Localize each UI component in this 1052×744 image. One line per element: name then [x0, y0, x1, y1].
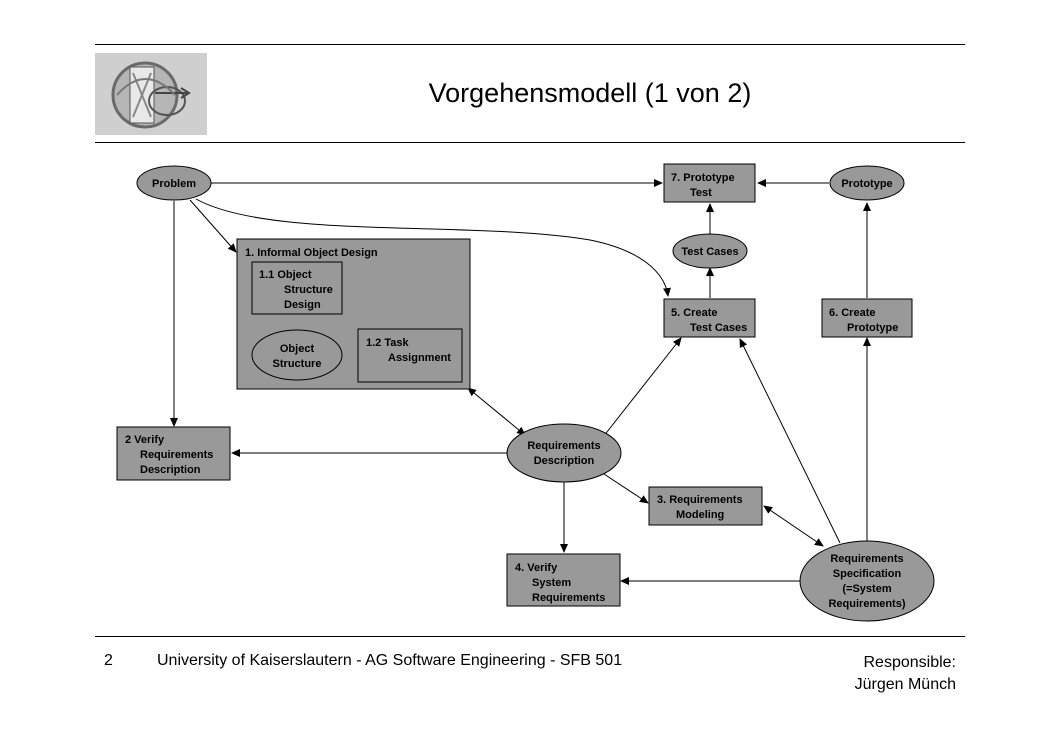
- university-logo-icon: [95, 53, 207, 135]
- svg-text:Prototype: Prototype: [847, 322, 898, 334]
- header-rule-bottom: [95, 142, 965, 143]
- node-prototype-test: 7. Prototype Test: [663, 163, 756, 203]
- node-object-structure: Object Structure: [251, 329, 343, 381]
- responsible-block: Responsible: Jürgen Münch: [855, 652, 956, 696]
- node-test-cases: Test Cases: [672, 233, 748, 269]
- node-requirements-description: Requirements Description: [506, 423, 622, 483]
- svg-text:Object: Object: [280, 343, 315, 355]
- node-verify-requirements-description: 2 Verify Requirements Description: [116, 426, 231, 481]
- svg-text:Prototype: Prototype: [841, 178, 892, 190]
- svg-text:1. Informal Object Design: 1. Informal Object Design: [245, 247, 378, 259]
- node-task-assignment: 1.2 Task Assignment: [357, 328, 463, 383]
- node-prototype: Prototype: [829, 165, 905, 201]
- edge-problem-to-create-test-cases: [195, 198, 671, 297]
- edge-problem-to-informal-design: [189, 199, 237, 253]
- svg-text:Specification: Specification: [833, 568, 902, 580]
- svg-text:5. Create: 5. Create: [671, 307, 717, 319]
- edge-req-spec-req-modeling: [763, 505, 824, 547]
- edge-req-spec-to-create-test-cases: [739, 338, 841, 544]
- node-verify-system-requirements: 4. Verify System Requirements: [506, 553, 621, 607]
- footer-affiliation: University of Kaiserslautern - AG Softwa…: [157, 652, 623, 669]
- svg-text:Test: Test: [690, 187, 712, 199]
- edge-informal-design-req-description: [467, 387, 526, 436]
- page-title: Vorgehensmodell (1 von 2): [428, 78, 752, 108]
- svg-text:1.2 Task: 1.2 Task: [366, 337, 409, 349]
- node-requirements-specification: Requirements Specification (=System Requ…: [799, 540, 935, 622]
- svg-text:6. Create: 6. Create: [829, 307, 875, 319]
- node-object-structure-design: 1.1 Object Structure Design: [251, 261, 343, 315]
- edge-req-description-to-create-test-cases: [602, 337, 682, 438]
- svg-text:Description: Description: [534, 455, 595, 467]
- node-create-prototype: 6. Create Prototype: [821, 298, 913, 338]
- svg-text:1.1 Object: 1.1 Object: [259, 269, 312, 281]
- page-number: 2: [104, 652, 113, 669]
- svg-text:Test Cases: Test Cases: [690, 322, 747, 334]
- responsible-label: Responsible:: [863, 654, 957, 671]
- svg-text:System: System: [532, 577, 571, 589]
- svg-text:Problem: Problem: [152, 178, 196, 190]
- svg-text:3. Requirements: 3. Requirements: [657, 494, 743, 506]
- header-rule-top: [95, 44, 965, 45]
- svg-text:Assignment: Assignment: [388, 352, 451, 364]
- svg-text:Requirements: Requirements: [527, 440, 600, 452]
- svg-text:Requirements: Requirements: [140, 449, 213, 461]
- svg-text:Requirements: Requirements: [532, 592, 605, 604]
- svg-text:Structure: Structure: [273, 358, 322, 370]
- svg-text:2 Verify: 2 Verify: [125, 434, 165, 446]
- svg-text:Test Cases: Test Cases: [681, 246, 738, 258]
- edge-req-description-to-req-modeling: [603, 473, 649, 504]
- node-create-test-cases: 5. Create Test Cases: [663, 298, 756, 338]
- node-requirements-modeling: 3. Requirements Modeling: [648, 486, 763, 526]
- responsible-name: Jürgen Münch: [854, 676, 956, 693]
- svg-text:4. Verify: 4. Verify: [515, 562, 558, 574]
- svg-text:Requirements: Requirements: [830, 553, 903, 565]
- svg-text:Description: Description: [140, 464, 201, 476]
- svg-text:7. Prototype: 7. Prototype: [671, 172, 735, 184]
- svg-text:Requirements): Requirements): [828, 598, 905, 610]
- footer-rule: [95, 636, 965, 637]
- svg-text:Structure: Structure: [284, 284, 333, 296]
- svg-text:(=System: (=System: [842, 583, 891, 595]
- svg-text:Design: Design: [284, 299, 321, 311]
- node-problem: Problem: [136, 165, 212, 201]
- svg-text:Modeling: Modeling: [676, 509, 724, 521]
- diagram-edges: [170, 179, 871, 585]
